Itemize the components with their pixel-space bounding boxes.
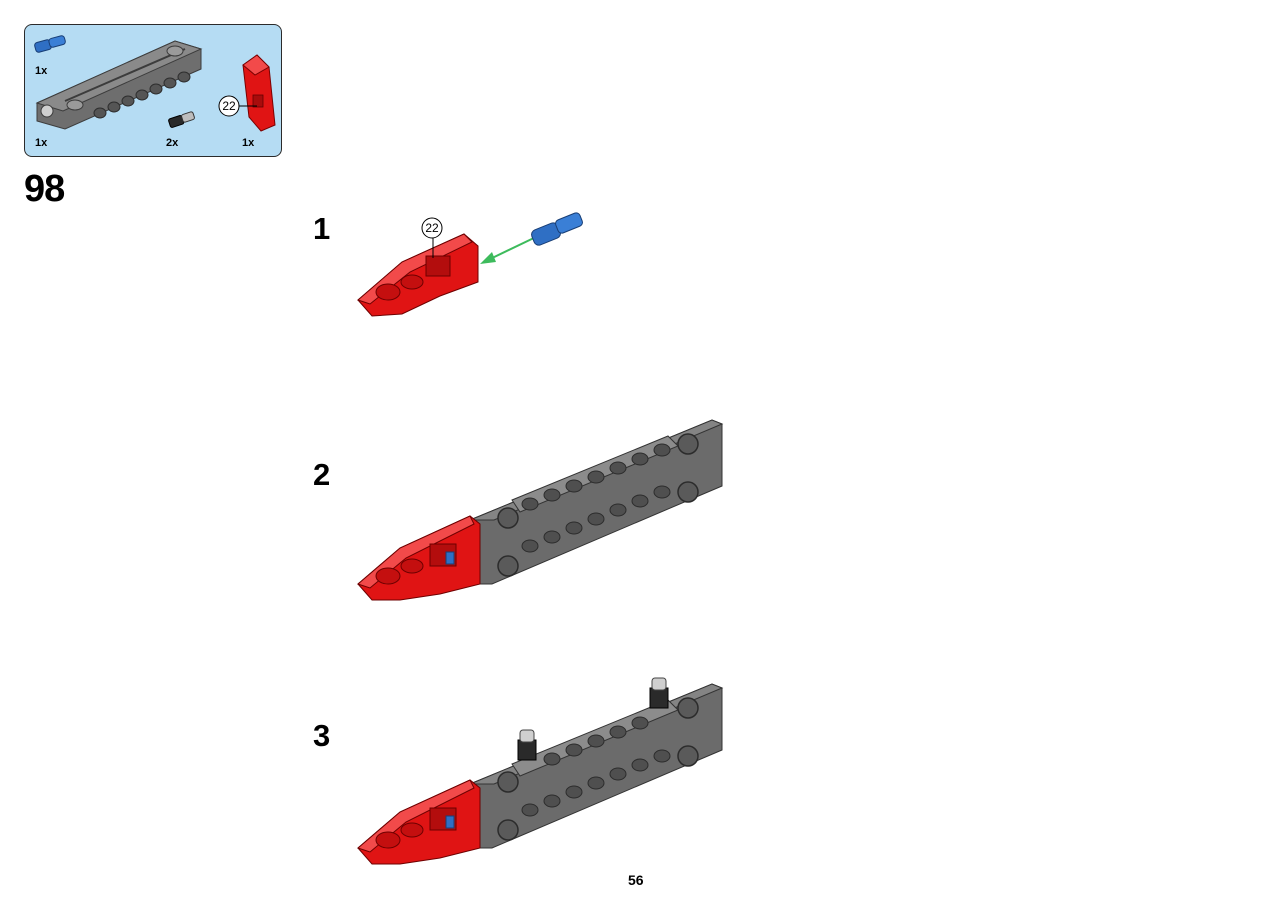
substep-3-illustration [357, 677, 724, 865]
parts-list-illustration: 22 [34, 35, 276, 132]
substep-number-1: 1 [313, 211, 331, 246]
part-qty-grey-panel: 1x [35, 137, 48, 149]
substep-2-illustration [357, 419, 724, 601]
blue-pin-icon [531, 212, 583, 246]
substep-number-2: 2 [313, 457, 331, 492]
substep-number-3: 3 [313, 718, 331, 753]
part-qty-black-pin: 2x [166, 137, 179, 149]
page-number: 56 [628, 872, 644, 888]
substep-1-illustration: 22 [357, 212, 583, 317]
insert-arrow [487, 235, 539, 261]
grey-panel-icon [35, 40, 203, 130]
black-pin-icon [649, 677, 669, 709]
part-qty-blue-pin: 1x [35, 65, 48, 77]
arrow-head-icon [480, 252, 496, 264]
substep-1-callout-number: 22 [425, 221, 439, 235]
part-qty-red-panel: 1x [242, 137, 255, 149]
substep-1-callout [421, 217, 443, 239]
red-panel-icon [242, 54, 276, 132]
black-pin-icon [517, 729, 537, 761]
blue-pin-icon [34, 35, 66, 53]
part-callout-number: 22 [222, 99, 236, 113]
black-pin-icon [168, 111, 195, 128]
step-number: 98 [24, 168, 65, 210]
parts-list-box: 22 1x 1x 2x 1x [24, 24, 282, 157]
part-callout: 22 [218, 95, 257, 117]
